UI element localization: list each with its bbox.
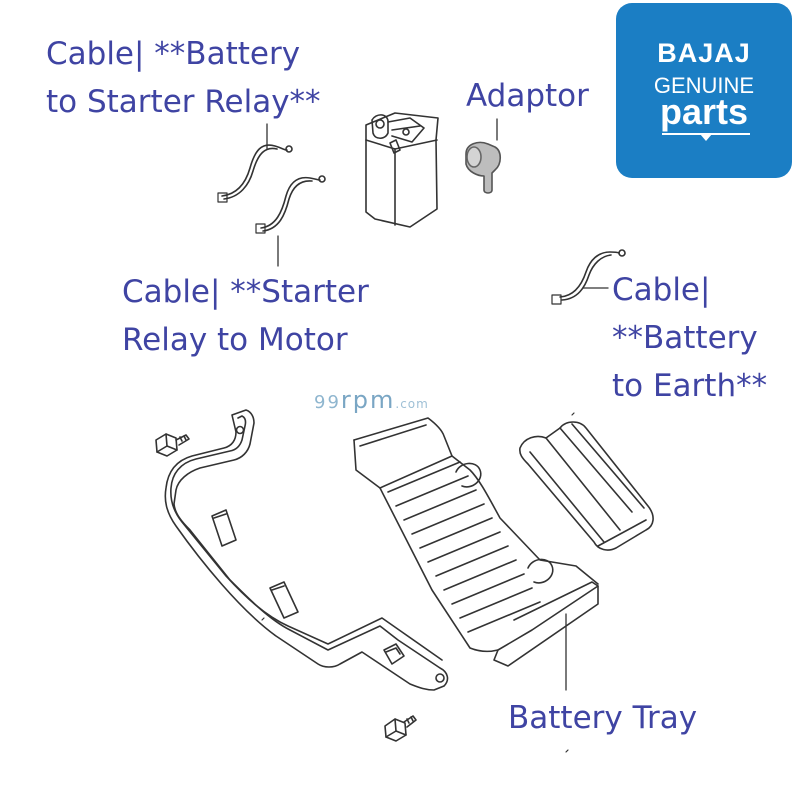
battery-bracket-drawing (164, 409, 449, 691)
watermark-suffix: .com (395, 397, 429, 411)
bajaj-genuine-parts-logo: BAJAJ GENUINE parts (616, 3, 792, 178)
label-line: Adaptor (466, 78, 589, 114)
label-line: to Earth** (612, 368, 768, 404)
logo-arrow-icon (700, 134, 712, 141)
logo-genuine: GENUINE (653, 73, 755, 98)
label-line: Cable| (612, 272, 711, 308)
label-battery-tray: Battery Tray (508, 694, 697, 742)
starter-relay-drawing (365, 112, 439, 228)
label-line: **Battery (612, 320, 758, 356)
logo-brand: BAJAJ (657, 38, 751, 68)
cable-battery-to-starter-relay-drawing (217, 123, 293, 203)
label-cable-battery-to-earth: Cable| **Battery to Earth** (612, 266, 767, 410)
label-line: to Starter Relay** (46, 84, 321, 120)
watermark: 99rpm.com (314, 386, 429, 414)
label-adaptor: Adaptor (466, 72, 589, 120)
label-line: Battery Tray (508, 700, 698, 736)
label-cable-battery-to-starter-relay: Cable| **Battery to Starter Relay** (46, 30, 321, 126)
bolt-top-drawing (155, 433, 190, 457)
adaptor-drawing (465, 118, 502, 194)
watermark-main: rpm (340, 386, 396, 414)
cable-starter-relay-to-motor-drawing (255, 175, 326, 267)
label-line: Cable| **Starter (122, 274, 369, 310)
battery-tray-drawing (353, 417, 599, 691)
bolt-bottom-drawing (384, 715, 417, 742)
rubber-pad-drawing (519, 421, 654, 551)
cable-battery-to-earth-drawing (551, 249, 626, 305)
label-cable-starter-relay-to-motor: Cable| **Starter Relay to Motor (122, 268, 369, 364)
logo-parts: parts (659, 91, 749, 132)
label-line: Cable| **Battery (46, 36, 301, 72)
watermark-prefix: 99 (314, 392, 341, 413)
label-line: Relay to Motor (122, 322, 348, 358)
